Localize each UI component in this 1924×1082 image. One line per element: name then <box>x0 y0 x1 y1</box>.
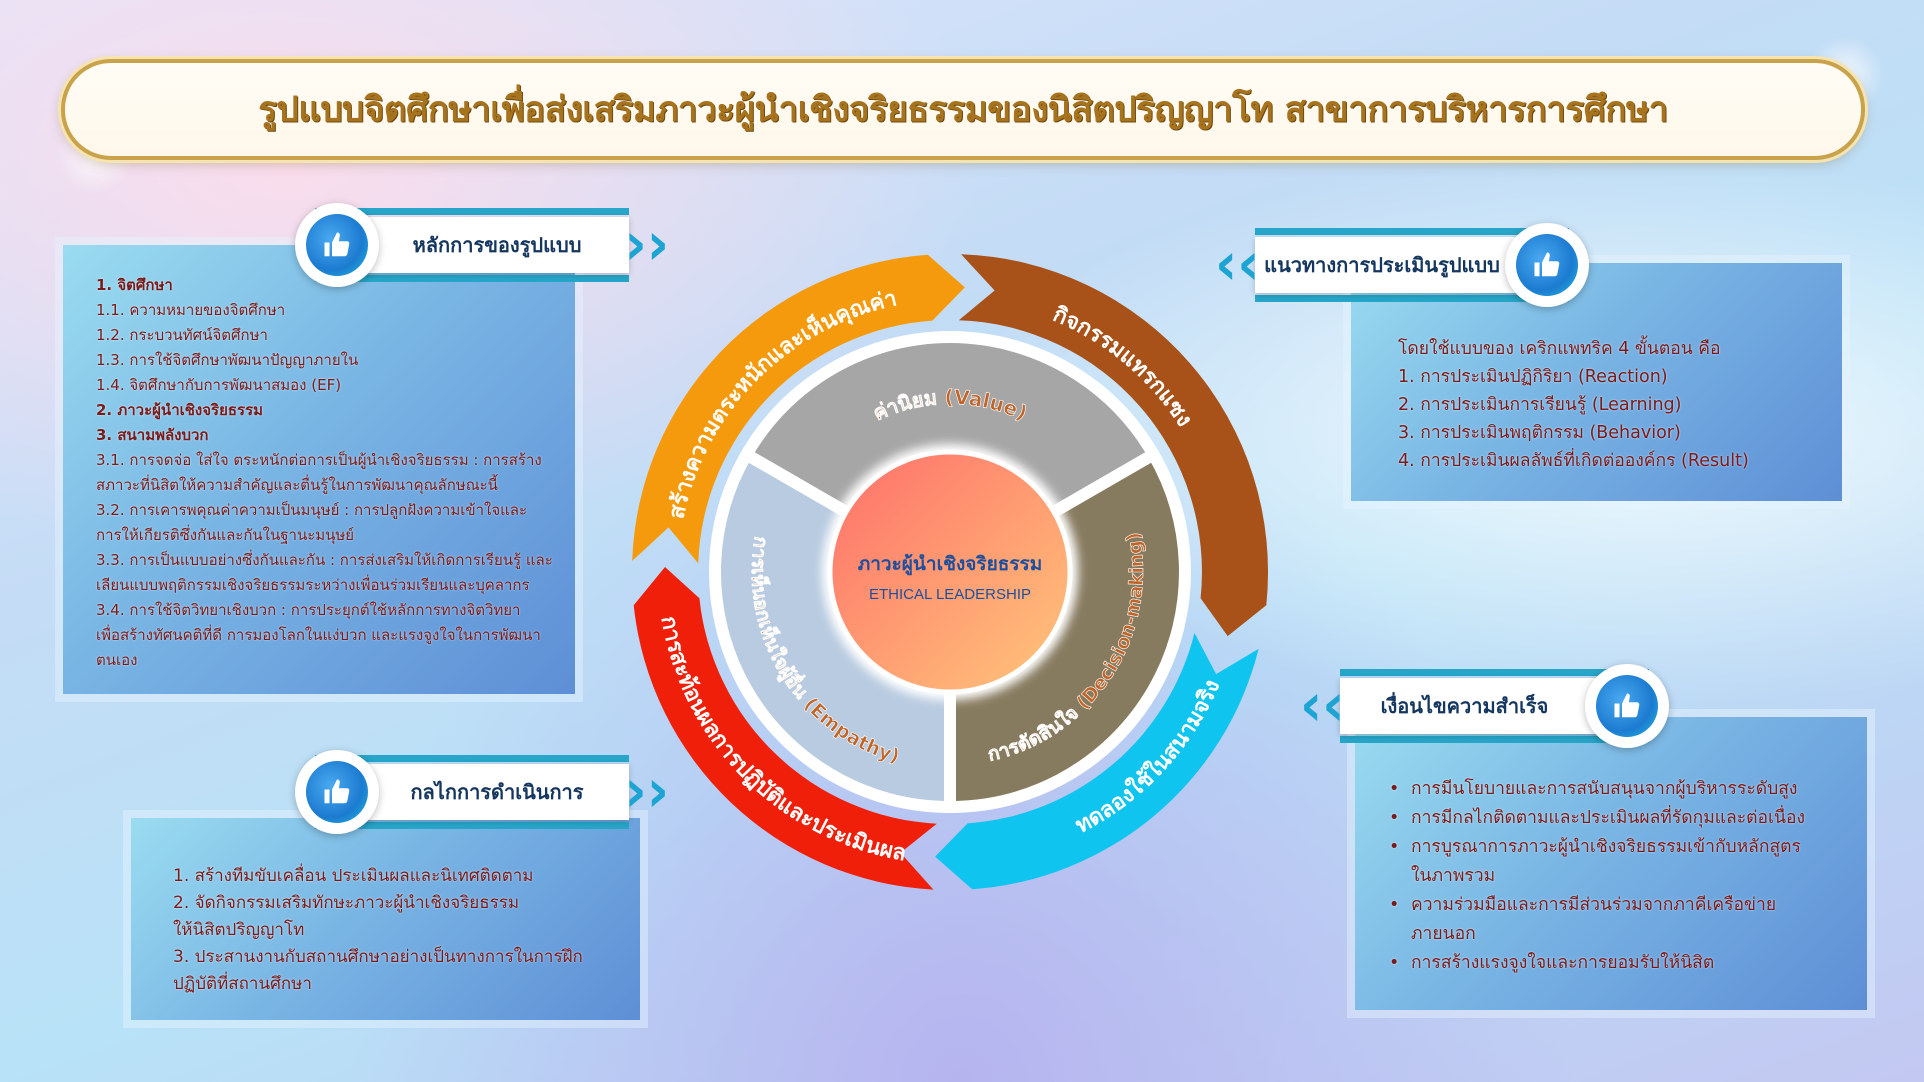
principles-header-label: หลักการของรูปแบบ <box>412 233 582 257</box>
success-item-text: การมีกลไกติดตามและประเมินผลที่รัดกุมและต… <box>1411 808 1806 828</box>
mechanism-header-label: กลไกการดำเนินการ <box>410 780 584 804</box>
thumbs-up-icon <box>306 761 368 823</box>
principle-line: 1.2. กระบวนทัศน์จิตศึกษา <box>96 326 268 344</box>
mechanism-line: ให้นิสิตปริญญาโท <box>173 920 305 940</box>
ring-arrow-segment <box>935 633 1259 890</box>
principle-line: 3.3. การเป็นแบบอย่างซึ่งกันและกัน : การส… <box>96 551 553 569</box>
success-item-text: ในภาพรวม <box>1411 866 1496 886</box>
success-panel: • การมีนโยบายและการสนับสนุนจากผู้บริหารระ… <box>1347 709 1875 1018</box>
mechanism-line: 1. สร้างทีมขับเคลื่อน ประเมินผลและนิเทศต… <box>173 866 534 886</box>
principle-line: 1.4. จิตศึกษากับการพัฒนาสมอง (EF) <box>96 376 342 394</box>
success-item: • การมีนโยบายและการสนับสนุนจากผู้บริหารระ… <box>1389 775 1867 804</box>
principle-line: การให้เกียรติซึ่งกันและกันในฐานะมนุษย์ <box>96 526 355 544</box>
page-title: รูปแบบจิตศึกษาเพื่อส่งเสริมภาวะผู้นำเชิง… <box>258 90 1668 130</box>
center-title-th: ภาวะผู้นำเชิงจริยธรรม <box>858 553 1043 576</box>
principle-line: 3.2. การเคารพคุณค่าความเป็นมนุษย์ : การป… <box>96 501 528 519</box>
principle-line: 1.3. การใช้จิตศึกษาพัฒนาปัญญาภายใน <box>96 351 359 369</box>
success-header: เงื่อนไขความสำเร็จ ‹‹ <box>1300 664 1669 748</box>
chevron-right-icon: ›› <box>624 755 669 826</box>
center-circle <box>827 449 1073 695</box>
thumbs-up-icon <box>1516 234 1578 296</box>
principles-header: หลักการของรูปแบบ ›› <box>295 203 669 287</box>
principle-line: 3.1. การจดจ่อ ใส่ใจ ตระหนักต่อการเป็นผู้… <box>96 451 542 469</box>
mechanism-header: กลไกการดำเนินการ ›› <box>295 750 669 834</box>
bullet-icon: • <box>1389 779 1400 799</box>
principle-line: 3.4. การใช้จิตวิทยาเชิงบวก : การประยุกต์… <box>96 601 521 619</box>
success-item-text: การสร้างแรงจูงใจและการยอมรับให้นิสิต <box>1411 953 1715 973</box>
thumbs-up-badge <box>1585 664 1669 748</box>
principle-line: ตนเอง <box>96 651 138 669</box>
chevron-left-icon: ‹‹ <box>1300 669 1345 740</box>
success-item-text: การมีนโยบายและการสนับสนุนจากผู้บริหารระด… <box>1411 779 1798 799</box>
bullet-icon: • <box>1389 953 1400 973</box>
success-item-text: ความร่วมมือและการมีส่วนร่วมจากภาคีเครือข… <box>1411 895 1777 915</box>
evaluation-line: 2. การประเมินการเรียนรู้ (Learning) <box>1398 395 1682 415</box>
principle-line: เลียนแบบพฤติกรรมเชิงจริยธรรมระหว่างเพื่อ… <box>96 576 530 594</box>
thumbs-up-icon <box>1596 675 1658 737</box>
ring-arrow-segment <box>958 254 1269 637</box>
principle-line: 3. สนามพลังบวก <box>96 426 209 444</box>
bullet-icon: • <box>1389 895 1400 915</box>
principle-line: 1. จิตศึกษา <box>96 276 173 294</box>
mechanism-line: 2. จัดกิจกรรมเสริมทักษะภาวะผู้นำเชิงจริย… <box>173 893 520 913</box>
thumbs-up-icon <box>306 214 368 276</box>
success-header-label: เงื่อนไขความสำเร็จ <box>1380 694 1549 718</box>
success-item: • ความร่วมมือและการมีส่วนร่วมจากภาคีเครือ… <box>1389 891 1867 920</box>
principles-panel: 1. จิตศึกษา 1.1. ความหมายของจิตศึกษา 1.2. … <box>55 237 583 702</box>
bullet-icon <box>1389 920 1411 949</box>
evaluation-line: 3. การประเมินพฤติกรรม (Behavior) <box>1398 423 1681 443</box>
thumbs-up-badge <box>295 203 379 287</box>
evaluation-header: แนวทางการประเมินรูปแบบ ‹‹ <box>1215 223 1589 307</box>
success-item: • การสร้างแรงจูงใจและการยอมรับให้นิสิต <box>1389 949 1867 978</box>
bullet-icon <box>1389 862 1411 891</box>
bullet-icon: • <box>1389 837 1400 857</box>
ring-arrow-segment <box>633 567 937 890</box>
evaluation-panel: โดยใช้แบบของ เคริกแพทริค 4 ขั้นตอน คือ 1.… <box>1343 255 1850 509</box>
mechanism-line: ปฏิบัติที่สถานศึกษา <box>173 974 312 994</box>
thumbs-up-badge <box>1505 223 1589 307</box>
principle-line: 1.1. ความหมายของจิตศึกษา <box>96 301 286 319</box>
mechanism-line: 3. ประสานงานกับสถานศึกษาอย่างเป็นทางการใ… <box>173 947 583 967</box>
principle-line: สภาวะที่นิสิตให้ความสำคัญและตื่นรู้ในการ… <box>96 476 498 494</box>
chevron-right-icon: ›› <box>624 208 669 279</box>
thumbs-up-badge <box>295 750 379 834</box>
evaluation-line: 4. การประเมินผลลัพธ์ที่เกิดต่อองค์กร (Re… <box>1398 451 1749 471</box>
ring-arrow-segment <box>632 254 965 564</box>
principle-line: 2. ภาวะผู้นำเชิงจริยธรรม <box>96 401 264 419</box>
principle-line: เพื่อสร้างทัศนคติที่ดี การมองโลกในแง่บวก… <box>96 626 541 644</box>
evaluation-line: โดยใช้แบบของ เคริกแพทริค 4 ขั้นตอน คือ <box>1398 339 1721 359</box>
success-item: ภายนอก <box>1389 920 1867 949</box>
success-item: ในภาพรวม <box>1389 862 1867 891</box>
title-banner: รูปแบบจิตศึกษาเพื่อส่งเสริมภาวะผู้นำเชิง… <box>61 59 1865 160</box>
success-item: • การมีกลไกติดตามและประเมินผลที่รัดกุมและ… <box>1389 804 1867 833</box>
bullet-icon: • <box>1389 808 1400 828</box>
ethical-leadership-wheel: สร้างความตระหนักและเห็นคุณค่ากิจกรรมแทรก… <box>632 254 1269 890</box>
evaluation-header-label: แนวทางการประเมินรูปแบบ <box>1264 253 1500 277</box>
success-item-text: ภายนอก <box>1411 924 1476 944</box>
success-item: • การบูรณาการภาวะผู้นำเชิงจริยธรรมเข้ากับ… <box>1389 833 1867 862</box>
center-title-en: ETHICAL LEADERSHIP <box>869 586 1031 603</box>
chevron-left-icon: ‹‹ <box>1215 228 1260 299</box>
success-item-text: การบูรณาการภาวะผู้นำเชิงจริยธรรมเข้ากับห… <box>1411 837 1801 857</box>
mechanism-panel: 1. สร้างทีมขับเคลื่อน ประเมินผลและนิเทศต… <box>123 810 648 1028</box>
evaluation-line: 1. การประเมินปฏิกิริยา (Reaction) <box>1398 367 1668 387</box>
